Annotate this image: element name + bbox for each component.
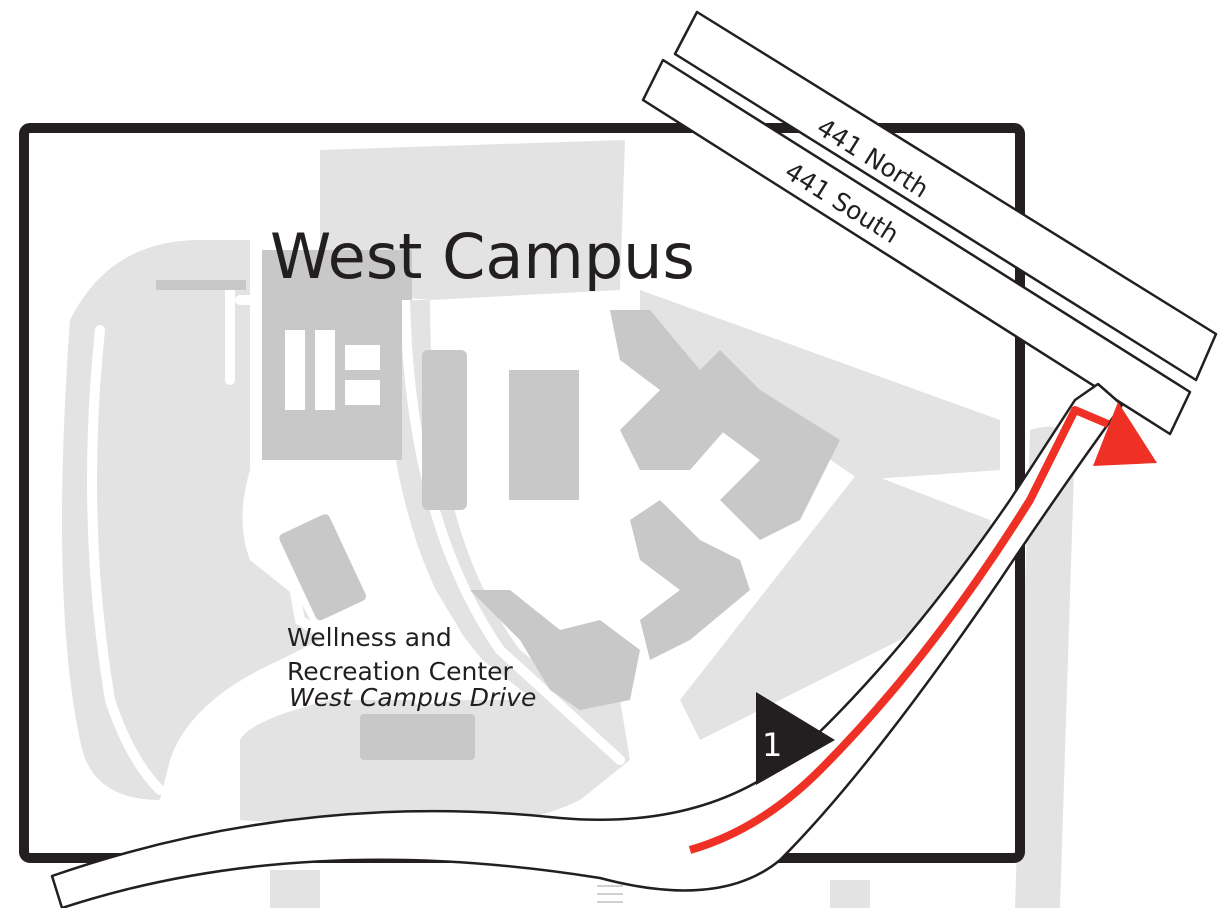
- wellness-center-label-line2: Recreation Center: [287, 657, 514, 686]
- step-number: 1: [762, 726, 782, 764]
- background-roads: [270, 426, 1075, 908]
- map-frame: [19, 123, 1025, 863]
- west-campus-drive: [50, 382, 1124, 908]
- highway-441: 441 North 441 South: [641, 10, 1218, 436]
- highway-441-north: [673, 10, 1218, 382]
- buildings: [156, 250, 840, 760]
- route-arrowhead: [1093, 402, 1157, 466]
- west-campus-drive-label: West Campus Drive: [289, 683, 536, 712]
- map-title: West Campus: [270, 220, 695, 293]
- highway-441-south: [641, 58, 1192, 436]
- wellness-center-label-line1: Wellness and: [287, 623, 452, 652]
- step-marker: 1: [756, 692, 835, 785]
- route-path: [688, 402, 1157, 854]
